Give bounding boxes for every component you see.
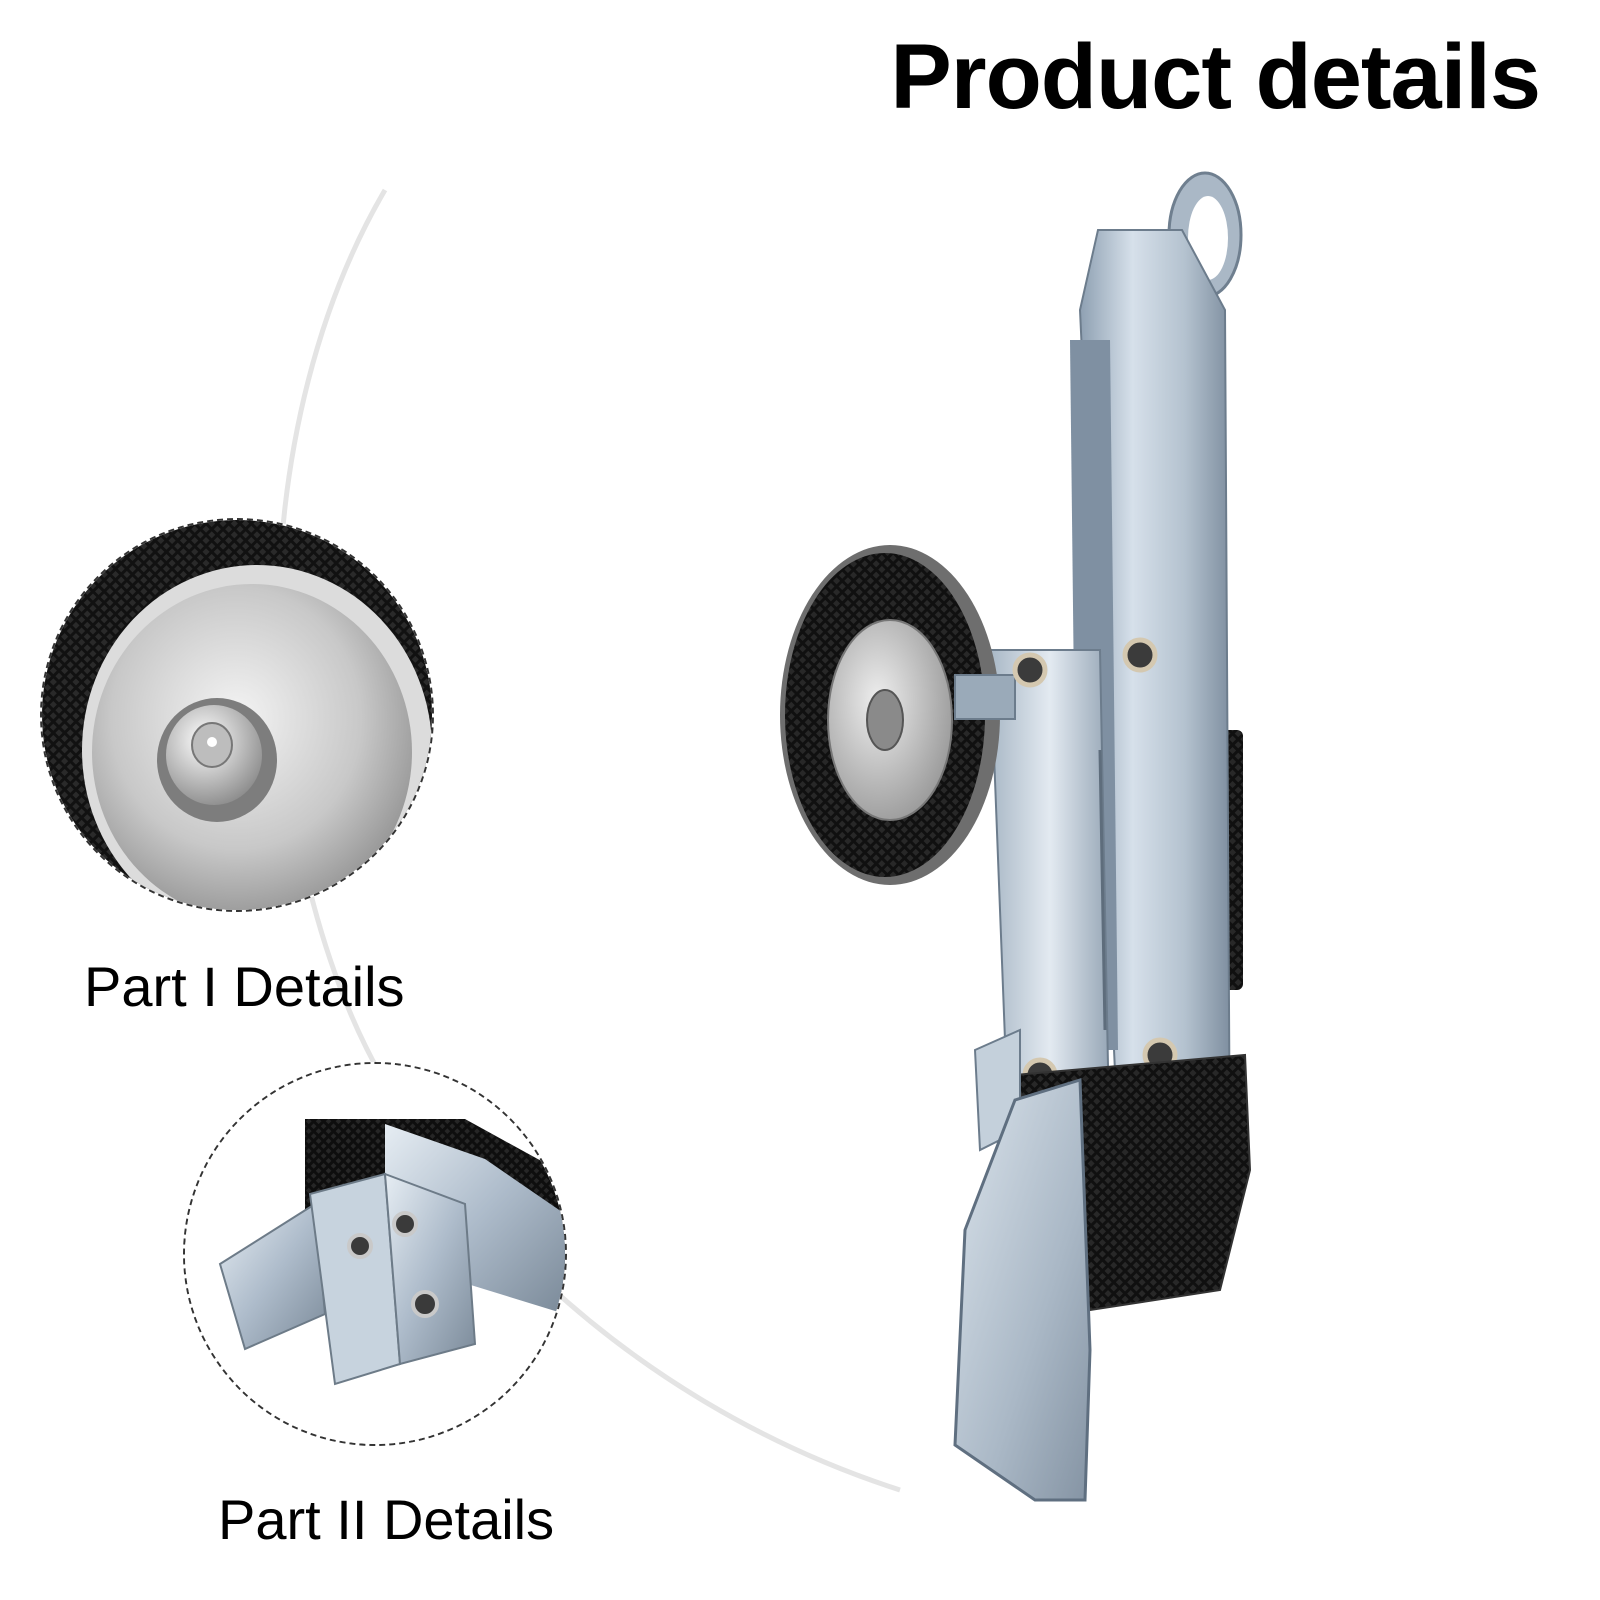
door-lifter-tool-icon <box>780 171 1252 1502</box>
magnetic-pad-closeup-icon <box>42 520 432 910</box>
part-two-caption: Part II Details <box>218 1488 555 1551</box>
part-two-detail-image <box>183 1062 567 1446</box>
part-one-caption: Part I Details <box>84 955 405 1018</box>
page-title: Product details <box>890 26 1541 128</box>
part-one-detail-image <box>40 518 434 912</box>
bracket-foot-closeup-icon <box>185 1064 565 1444</box>
